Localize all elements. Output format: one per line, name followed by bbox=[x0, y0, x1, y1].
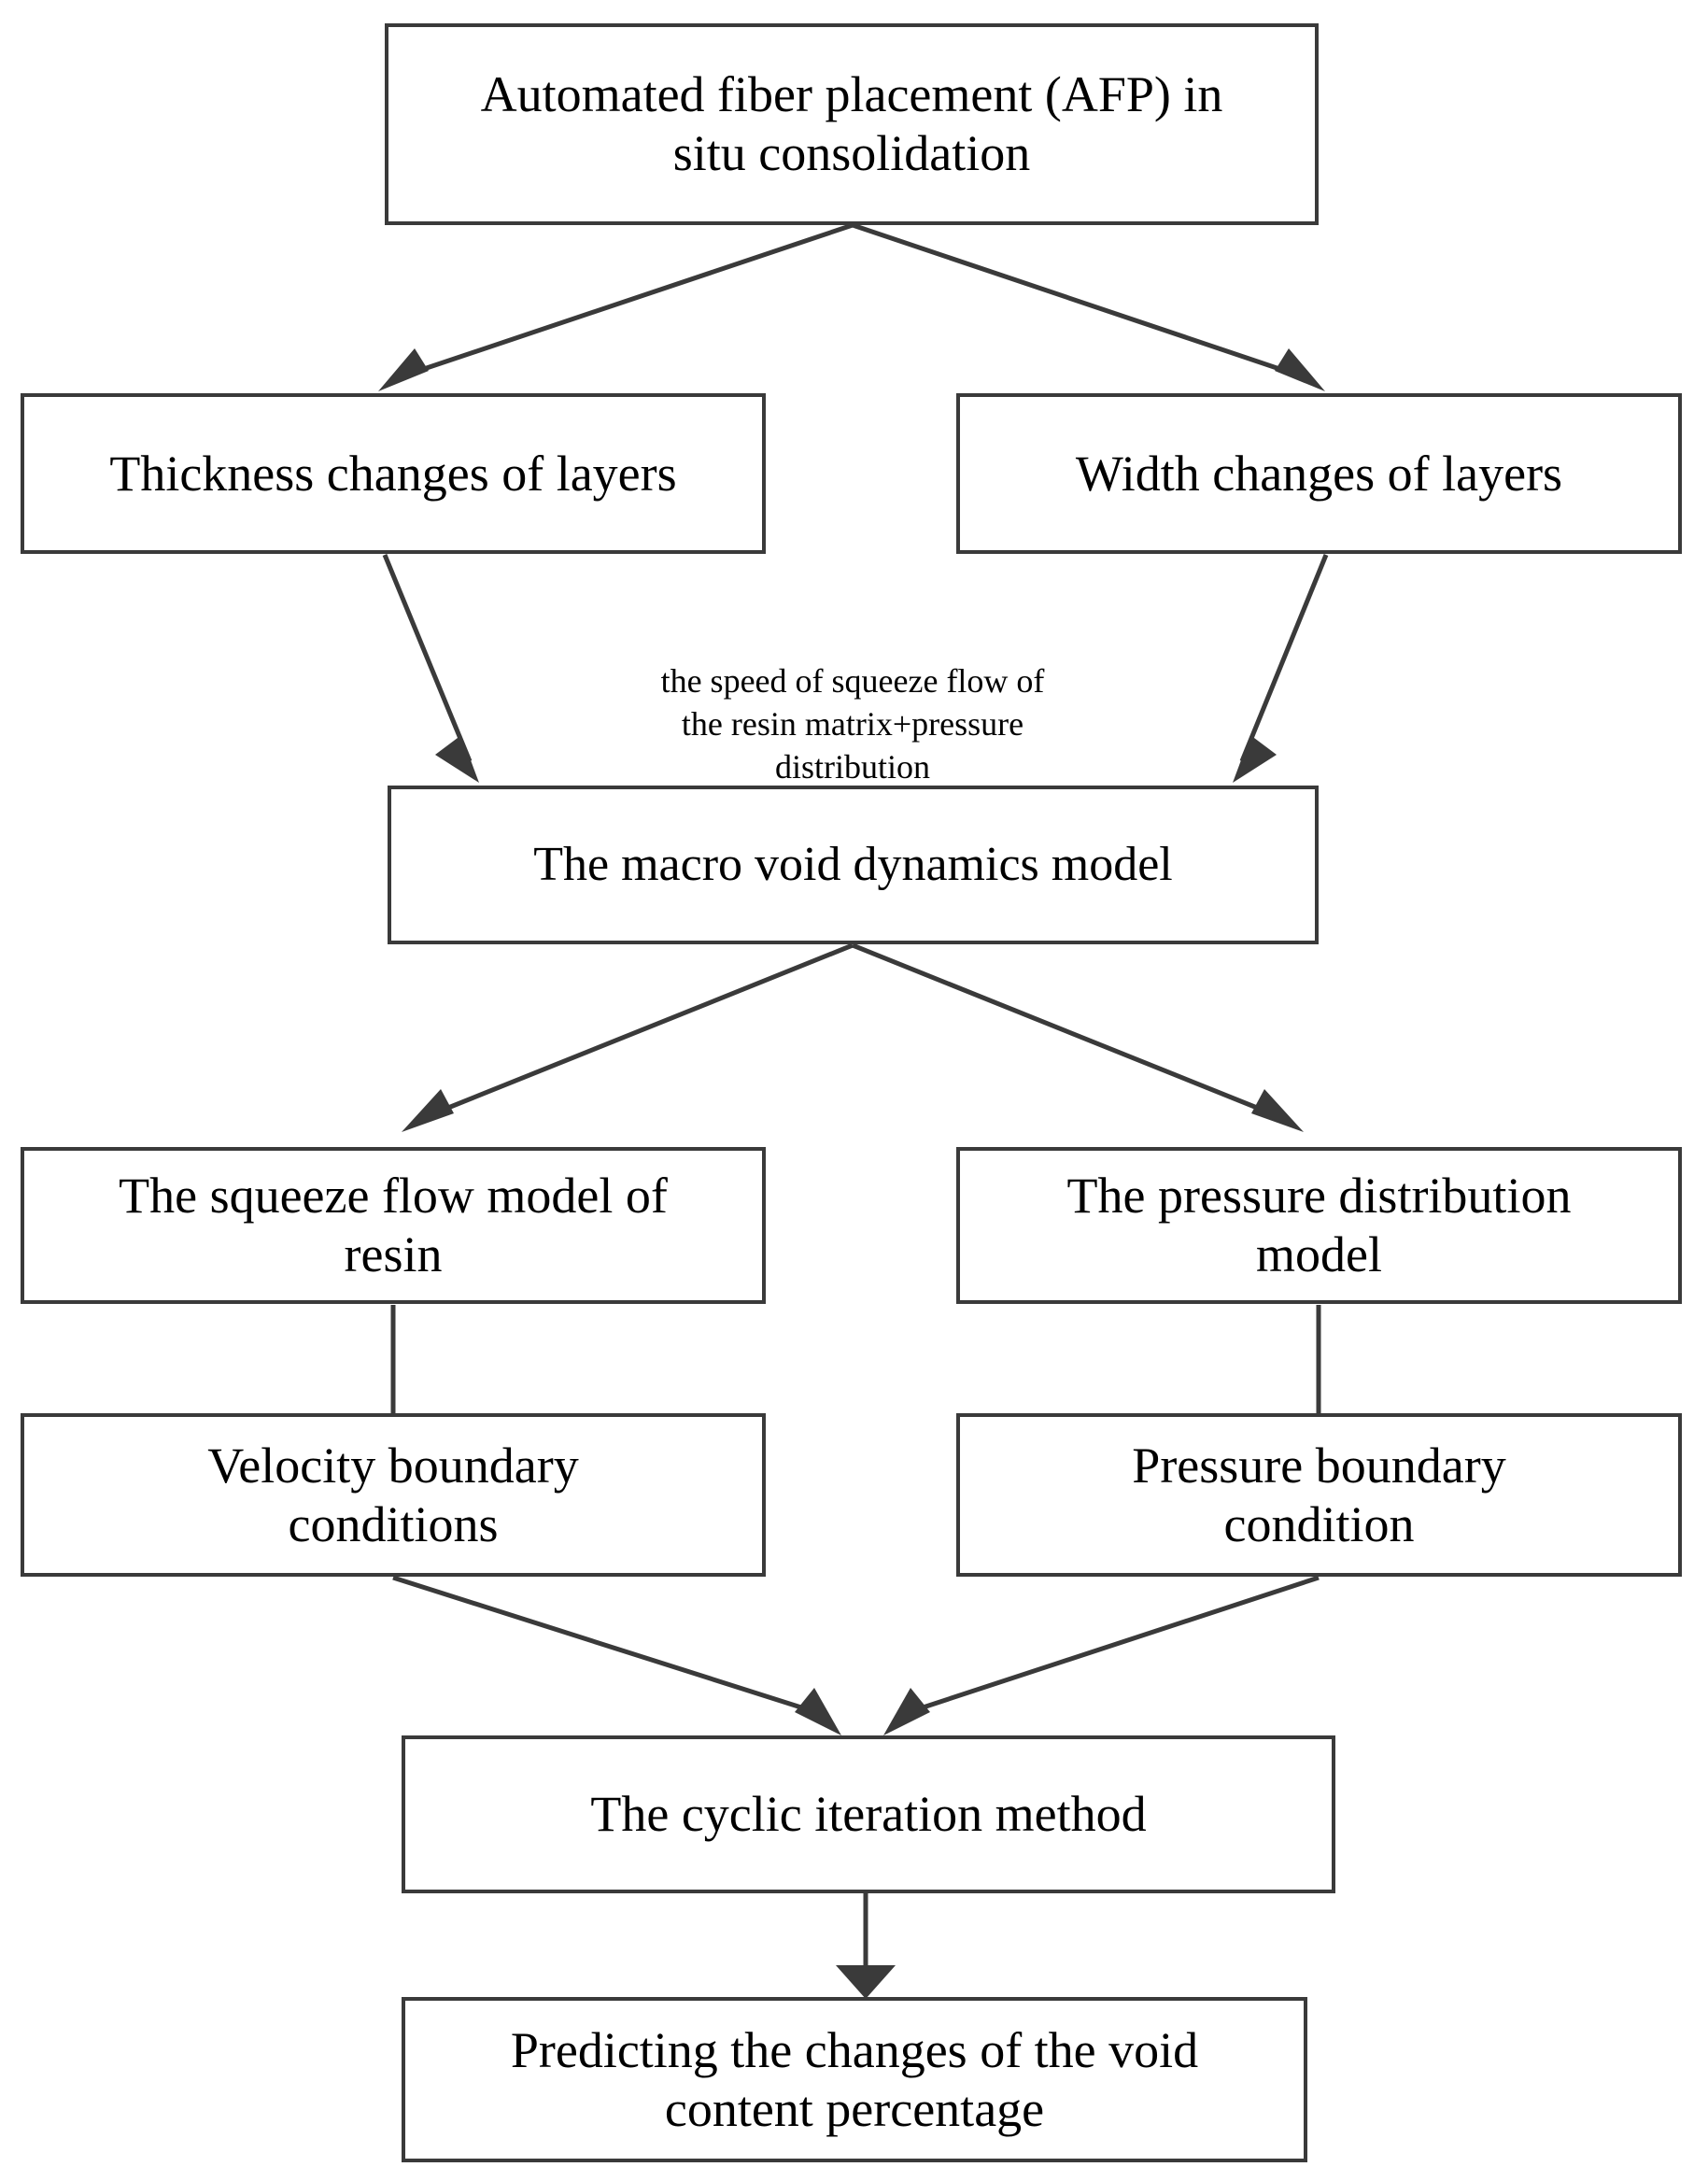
node-squeeze-flow-model-of-resin[interactable]: The squeeze flow model of resin bbox=[21, 1147, 766, 1304]
node-afp-in-situ-consolidation[interactable]: Automated fiber placement (AFP) in situ … bbox=[385, 23, 1319, 225]
node-width-changes-of-layers[interactable]: Width changes of layers bbox=[956, 393, 1682, 554]
node-predicting-void-content-percentage[interactable]: Predicting the changes of the void conte… bbox=[402, 1997, 1307, 2162]
node-cyclic-iteration-method[interactable]: The cyclic iteration method bbox=[402, 1735, 1335, 1893]
node-macro-void-dynamics-model[interactable]: The macro void dynamics model bbox=[388, 786, 1319, 944]
node-label: The macro void dynamics model bbox=[533, 837, 1173, 891]
edge-pressure-bc-to-cyclic-iteration bbox=[883, 1575, 1320, 1735]
node-label: Thickness changes of layers bbox=[109, 445, 677, 502]
node-label: Predicting the changes of the void conte… bbox=[510, 2021, 1199, 2137]
node-label: Automated fiber placement (AFP) in situ … bbox=[480, 66, 1223, 181]
node-label: The squeeze flow model of resin bbox=[119, 1168, 668, 1282]
annotation-text: the speed of squeeze flow of the resin m… bbox=[660, 662, 1045, 786]
node-thickness-changes-of-layers[interactable]: Thickness changes of layers bbox=[21, 393, 766, 554]
node-label: The pressure distribution model bbox=[1066, 1168, 1572, 1282]
edge-macro-void-to-squeeze-flow bbox=[402, 942, 854, 1132]
edge-afp-to-width bbox=[852, 222, 1325, 391]
node-pressure-distribution-model[interactable]: The pressure distribution model bbox=[956, 1147, 1682, 1304]
node-label: Pressure boundary condition bbox=[1132, 1437, 1506, 1552]
node-pressure-boundary-condition[interactable]: Pressure boundary condition bbox=[956, 1413, 1682, 1577]
edge-cyclic-iteration-to-predicting bbox=[836, 1893, 896, 1999]
node-label: Width changes of layers bbox=[1075, 445, 1563, 502]
node-velocity-boundary-conditions[interactable]: Velocity boundary conditions bbox=[21, 1413, 766, 1577]
squeeze-flow-pressure-annotation: the speed of squeeze flow of the resin m… bbox=[544, 616, 1161, 788]
edge-macro-void-to-pressure-distribution bbox=[852, 942, 1304, 1132]
edge-width-to-macro-void bbox=[1233, 554, 1329, 783]
node-label: Velocity boundary conditions bbox=[207, 1437, 579, 1552]
edge-thickness-to-macro-void bbox=[382, 554, 479, 783]
edge-velocity-bc-to-cyclic-iteration bbox=[392, 1575, 841, 1735]
edge-afp-to-thickness bbox=[378, 222, 854, 391]
node-label: The cyclic iteration method bbox=[590, 1786, 1147, 1843]
